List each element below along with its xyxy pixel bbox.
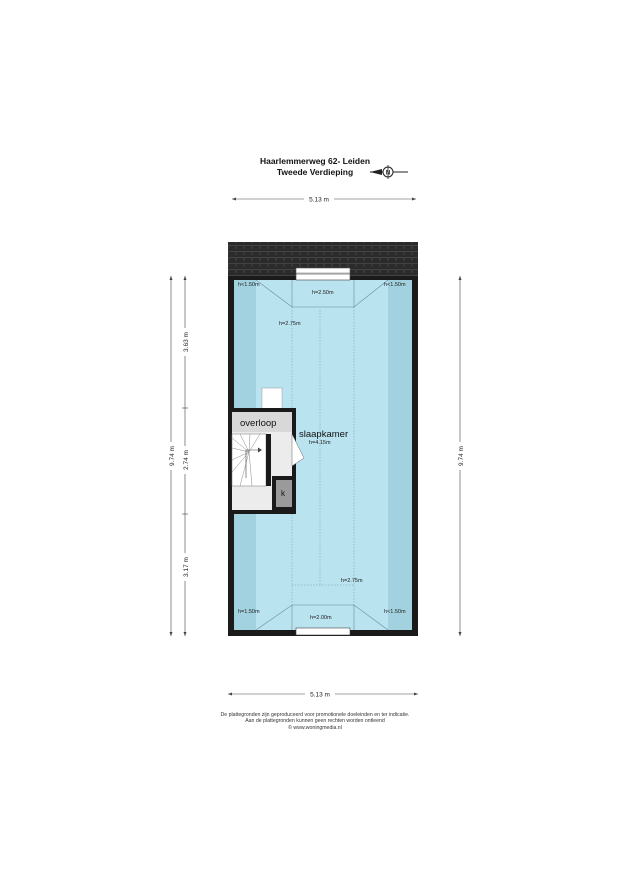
disclaimer-line-3: © www.woningmedia.nl — [288, 724, 342, 731]
width-top-label: 5.13 m — [309, 197, 329, 204]
compass-icon: N — [370, 165, 408, 179]
landing-label: overloop — [240, 418, 276, 429]
address-title: Haarlemmerweg 62- Leiden — [259, 156, 371, 166]
bottom-window — [295, 627, 351, 636]
height-bottom-center: h=2.00m — [310, 615, 332, 621]
bedroom-label: slaapkamer — [299, 429, 348, 440]
disclaimer-line-1: De plattegronden zijn geproduceerd voor … — [220, 712, 410, 718]
duct-block — [261, 387, 283, 411]
height-bottom-right: h<1.50m — [384, 609, 406, 615]
low-zone-right — [388, 280, 412, 630]
roof-hatch — [228, 242, 418, 279]
height-center: h=4.15m — [309, 440, 331, 446]
height-top-center: h=2.50m — [312, 290, 334, 296]
left-segment-dimensions: 3.63 m 2.74 m 3.17 m — [180, 276, 190, 636]
top-width-dimension: 5.13 m — [232, 194, 416, 204]
disclaimer-line-2: Aan de plattegronden kunnen geen rechten… — [245, 718, 385, 725]
ridge-lines — [291, 307, 355, 605]
floor-title: Tweede Verdieping — [276, 167, 354, 177]
closet-label: k — [281, 489, 286, 498]
top-window — [295, 273, 351, 281]
disclaimer: De plattegronden zijn geproduceerd voor … — [0, 712, 630, 731]
height-left-total-label: 9.74 m — [169, 446, 176, 466]
height-upper-ridge: h=2.75m — [279, 321, 301, 327]
height-bottom-left: h=1.50m — [238, 609, 260, 615]
height-top-right: h<1.50m — [384, 282, 406, 288]
roof-lines — [255, 279, 389, 631]
height-right-total-label: 9.74 m — [458, 446, 465, 466]
width-bottom-label: 5.13 m — [310, 692, 330, 699]
bottom-width-dimension: 5.13 m — [228, 689, 418, 699]
right-total-dimension: 9.74 m — [455, 276, 465, 636]
left-total-dimension: 9.74 m — [166, 276, 176, 636]
segment-bottom-label: 3.17 m — [183, 557, 190, 577]
segment-top-label: 3.63 m — [183, 332, 190, 352]
height-lower-ridge: h=2.75m — [341, 578, 363, 584]
height-top-left: h<1.50m — [238, 282, 260, 288]
compass-letter: N — [386, 171, 390, 177]
stair-area — [228, 408, 305, 514]
segment-middle-label: 2.74 m — [183, 450, 190, 470]
